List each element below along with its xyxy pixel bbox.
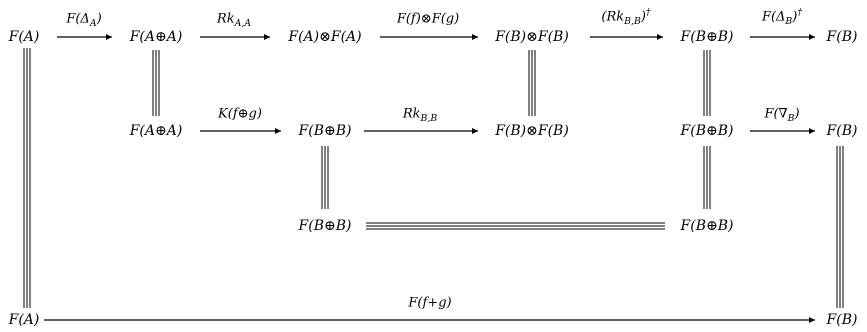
equality-r1c1-r4c1 <box>23 48 31 308</box>
equality-r1c5-r2c5 <box>703 50 711 116</box>
label-f-f-plus-g: F(f+g) <box>408 295 452 311</box>
label-rk-b-b-dagger: (RkB,B)† <box>601 7 651 28</box>
node-r2c4: F(B)⊗F(B) <box>495 123 569 139</box>
equality-r2c6-r4c6 <box>836 146 844 308</box>
label-f-tensor-g: F(f)⊗F(g) <box>396 11 460 27</box>
node-r1c6: F(B) <box>826 29 858 45</box>
node-r1c4: F(B)⊗F(B) <box>495 29 569 45</box>
equality-r2c5-r3c5 <box>703 146 711 209</box>
label-rk-b-b: RkB,B <box>402 106 438 125</box>
label-k-f-plus-g: K(f⊕g) <box>218 106 262 122</box>
equality-r1c2-r2c2 <box>152 50 160 116</box>
label-f-delta-b-dagger: F(ΔB)† <box>761 7 803 28</box>
node-r2c6: F(B) <box>826 123 858 139</box>
equality-r2c3-r3c3 <box>321 146 329 209</box>
node-r1c2: F(A⊕A) <box>129 29 183 45</box>
node-r4c6: F(B) <box>826 312 858 328</box>
node-r4c1: F(A) <box>8 312 40 328</box>
label-rk-a-a: RkA,A <box>216 11 252 30</box>
node-r3c3: F(B⊕B) <box>298 218 352 234</box>
label-f-delta-a: F(ΔA) <box>66 11 102 30</box>
node-r2c5: F(B⊕B) <box>680 123 734 139</box>
node-r2c3: F(B⊕B) <box>298 123 352 139</box>
label-f-nabla-b: F(∇B) <box>764 106 800 125</box>
node-r2c2: F(A⊕A) <box>129 123 183 139</box>
node-r1c5: F(B⊕B) <box>680 29 734 45</box>
equality-r1c4-r2c4 <box>528 50 536 116</box>
node-r1c3: F(A)⊗F(A) <box>288 29 362 45</box>
node-r1c1: F(A) <box>8 29 40 45</box>
node-r3c5: F(B⊕B) <box>680 218 734 234</box>
equality-r3c3-r3c5 <box>366 222 665 230</box>
